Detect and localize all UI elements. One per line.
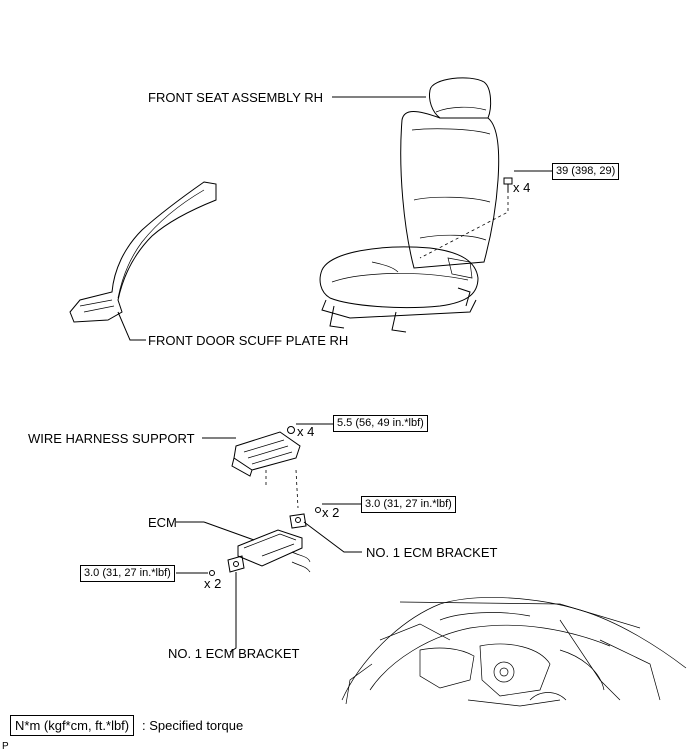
torque-unit-box: N*m (kgf*cm, ft.*lbf) xyxy=(10,715,135,736)
harness-support-quantity: x 4 xyxy=(297,424,315,439)
left-bracket-quantity: x 2 xyxy=(204,576,222,591)
right-bracket-bolt-icon xyxy=(315,507,321,513)
right-bracket-leader xyxy=(303,521,362,553)
ecm-leader-d xyxy=(203,521,255,541)
page-mark: P xyxy=(2,741,9,752)
scuff-plate-label: FRONT DOOR SCUFF PLATE RH xyxy=(148,333,349,348)
seat-bolt-icon xyxy=(503,177,513,192)
seat-bolt-torque-box: 39 (398, 29) xyxy=(552,163,620,180)
harness-bolt-icon xyxy=(287,426,295,434)
scuff-plate-leader xyxy=(117,311,146,341)
torque-legend-text: : Specified torque xyxy=(142,718,244,733)
wire-harness-support-label: WIRE HARNESS SUPPORT xyxy=(28,431,195,446)
bottom-bracket-leader xyxy=(229,572,237,653)
ecm-label: ECM xyxy=(148,515,177,530)
seat-bolt-quantity: x 4 xyxy=(513,180,531,195)
engine-bay-drawing xyxy=(341,597,687,707)
harness-dash-2 xyxy=(295,469,299,509)
right-bracket-drawing xyxy=(289,513,307,529)
scuff-plate-drawing xyxy=(69,181,217,323)
right-bracket-quantity: x 2 xyxy=(322,505,340,520)
harness-support-torque-box: 5.5 (56, 49 in.*lbf) xyxy=(333,415,428,432)
left-bracket-torque-box: 3.0 (31, 27 in.*lbf) xyxy=(80,565,175,582)
left-bracket-bolt-icon xyxy=(209,570,215,576)
bottom-bracket-label: NO. 1 ECM BRACKET xyxy=(168,646,300,661)
right-bracket-torque-box: 3.0 (31, 27 in.*lbf) xyxy=(361,496,456,513)
ecm-drawing xyxy=(237,529,311,573)
front-seat-label: FRONT SEAT ASSEMBLY RH xyxy=(148,90,324,105)
right-bracket-label: NO. 1 ECM BRACKET xyxy=(366,545,498,560)
wire-harness-support-drawing xyxy=(231,431,301,477)
left-bracket-drawing xyxy=(227,555,245,573)
front-seat-drawing xyxy=(319,77,509,333)
